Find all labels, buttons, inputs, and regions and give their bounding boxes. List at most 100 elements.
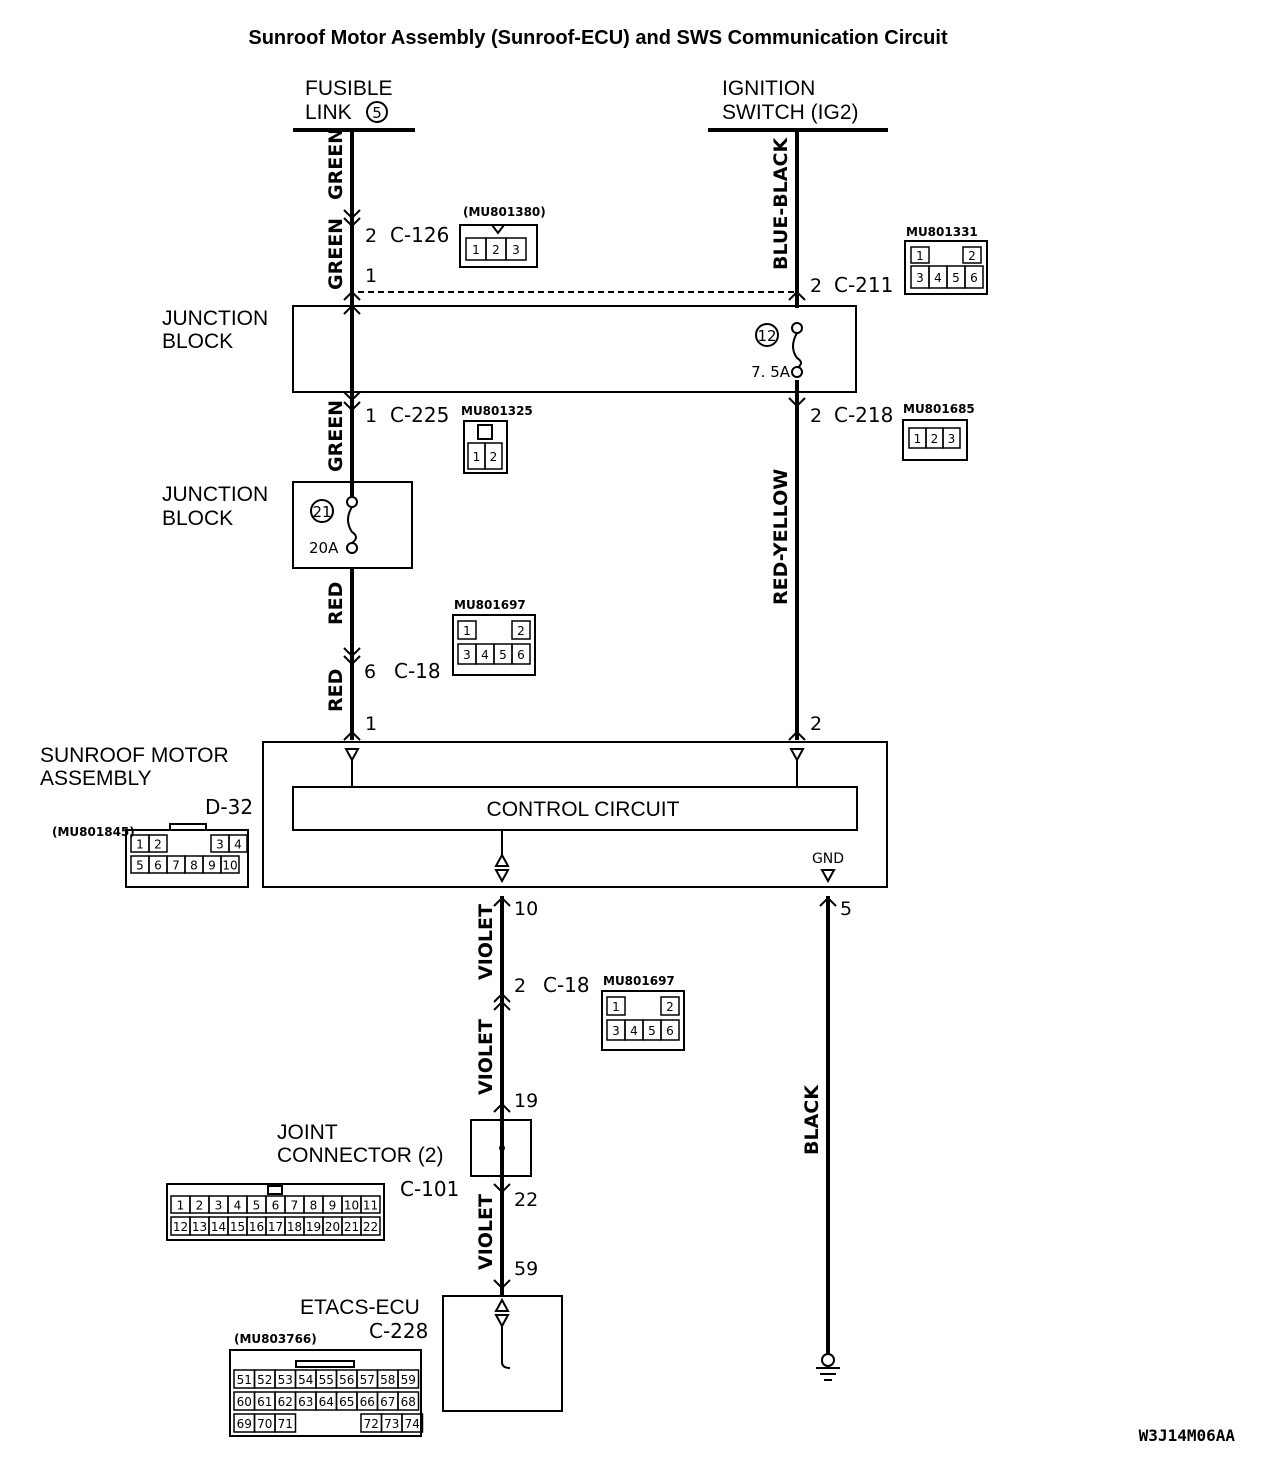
c211-part: MU801331 — [906, 225, 978, 239]
ignition-switch-label-2: SWITCH (IG2) — [722, 101, 859, 124]
etacs-ecu-label: ETACS-ECU — [300, 1296, 420, 1319]
etacs-internal-lead — [501, 1326, 511, 1369]
c218-pin: 2 — [810, 405, 822, 427]
c101-pin-label: 16 — [249, 1220, 264, 1234]
joint-connector-label-1: JOINT — [277, 1121, 338, 1144]
d32-pin-label: 9 — [208, 859, 216, 873]
wire-label-black: BLACK — [801, 1084, 823, 1155]
c211-pin: 2 — [810, 275, 822, 297]
c101-pin-label: 19 — [306, 1220, 321, 1234]
joint-connector-node — [499, 1145, 505, 1151]
c211-pin-label: 6 — [970, 271, 978, 285]
c228-pin-label: 53 — [278, 1373, 293, 1387]
gnd-label: GND — [812, 851, 844, 867]
c18-top-pin-label: 6 — [517, 648, 525, 662]
fuse-21-number-circle — [310, 499, 334, 523]
c211-pin-label: 1 — [916, 249, 924, 263]
right-ignition-wire: BLUE-BLACK RED-YELLOW 2 C-211 2 C-218 2 — [770, 130, 893, 741]
joint-in-symbol — [493, 1102, 511, 1113]
c218-pin-label: 3 — [948, 432, 956, 446]
d32-pin-label: 5 — [136, 859, 144, 873]
c228-name: C-228 — [369, 1319, 428, 1343]
c18-bot-connector-symbol — [493, 992, 511, 1011]
c228-latch — [295, 1360, 355, 1368]
c228-pin-label: 67 — [380, 1395, 395, 1409]
c218-pin-label: 2 — [931, 432, 939, 446]
c228-pin-label: 56 — [339, 1373, 354, 1387]
d32-pin-label: 1 — [136, 838, 144, 852]
c228-pin-label: 59 — [401, 1373, 416, 1387]
c18-top-pin-label: 1 — [463, 624, 471, 638]
wire-label-red-1: RED — [325, 582, 347, 625]
c101-name: C-101 — [400, 1177, 459, 1201]
etacs-in-pin: 59 — [514, 1258, 538, 1280]
c101-pin-label: 13 — [192, 1220, 207, 1234]
motor-input-1-arrow — [344, 748, 360, 763]
d32-cell-4 — [228, 834, 248, 853]
c126-connector-symbol — [343, 209, 361, 228]
c101-pin-label: 10 — [344, 1199, 359, 1213]
c18-bot-name: C-18 — [543, 973, 590, 997]
c228-cell-59 — [397, 1369, 420, 1389]
control-circuit-label: CONTROL CIRCUIT — [487, 798, 680, 821]
comm-bidirectional-arrow — [494, 852, 510, 884]
c18-bot-cell-1 — [606, 996, 626, 1016]
c101-pin-label: 14 — [211, 1220, 226, 1234]
c18-top-cell-2 — [511, 620, 531, 640]
wire-label-green-2: GREEN — [325, 218, 347, 290]
d32-latch — [169, 823, 207, 831]
c18-bot-pin-label: 5 — [648, 1024, 656, 1038]
junction-block-2: JUNCTION BLOCK 21 20A — [162, 481, 413, 569]
c18-top-pin-label: 3 — [463, 648, 471, 662]
c228-pin-label: 66 — [360, 1395, 375, 1409]
motor-pin10-symbol — [493, 896, 511, 907]
sunroof-motor-label-1: SUNROOF MOTOR — [40, 744, 229, 767]
c211-cell-2 — [962, 246, 982, 264]
c126-pin-label: 3 — [512, 243, 520, 257]
c101-pin-label: 9 — [329, 1199, 337, 1213]
c101-pin-label: 15 — [230, 1220, 245, 1234]
etacs-in-symbol — [493, 1279, 511, 1290]
fuse-21-bottom-terminal — [346, 542, 358, 554]
c228-pin-label: 55 — [319, 1373, 334, 1387]
d32-pin-label: 3 — [216, 838, 224, 852]
c228-pin-label: 64 — [319, 1395, 334, 1409]
c101-cell-11 — [360, 1195, 381, 1214]
c101-pin-label: 3 — [215, 1199, 223, 1213]
junction-block-1-box — [292, 305, 857, 393]
junction-block-1-label-2: BLOCK — [162, 330, 233, 353]
fuse-12-bottom-terminal — [791, 366, 803, 378]
c228-pin-label: 68 — [401, 1395, 416, 1409]
c101-pin-label: 20 — [325, 1220, 340, 1234]
c18-top-cell-6 — [511, 643, 531, 665]
c101-pin-label: 8 — [310, 1199, 318, 1213]
c18-top-part: MU801697 — [454, 598, 526, 612]
c225-cell-2 — [484, 442, 503, 470]
d32-part: (MU801845) — [52, 825, 135, 839]
c18-top-pin-label: 4 — [481, 648, 489, 662]
c228-cell-68 — [397, 1391, 420, 1411]
c126-pin-label: 2 — [492, 243, 500, 257]
d32-pin-label: 10 — [222, 859, 237, 873]
c228-body — [229, 1349, 422, 1437]
joint-out-pin: 22 — [514, 1189, 538, 1211]
c228-pin-label: 58 — [380, 1373, 395, 1387]
fuse-12-rating: 7. 5A — [751, 363, 791, 381]
c228-pin-label: 74 — [405, 1417, 420, 1431]
c228-pin-label: 71 — [278, 1417, 293, 1431]
c225-latch — [477, 424, 493, 440]
c101-pin-label: 4 — [234, 1199, 242, 1213]
c218-cell-3 — [942, 427, 961, 449]
c101-pin-label: 6 — [272, 1199, 280, 1213]
c101-cell-22 — [360, 1216, 381, 1236]
c218-part: MU801685 — [903, 402, 975, 416]
c18-bot-pin-label: 6 — [666, 1024, 674, 1038]
